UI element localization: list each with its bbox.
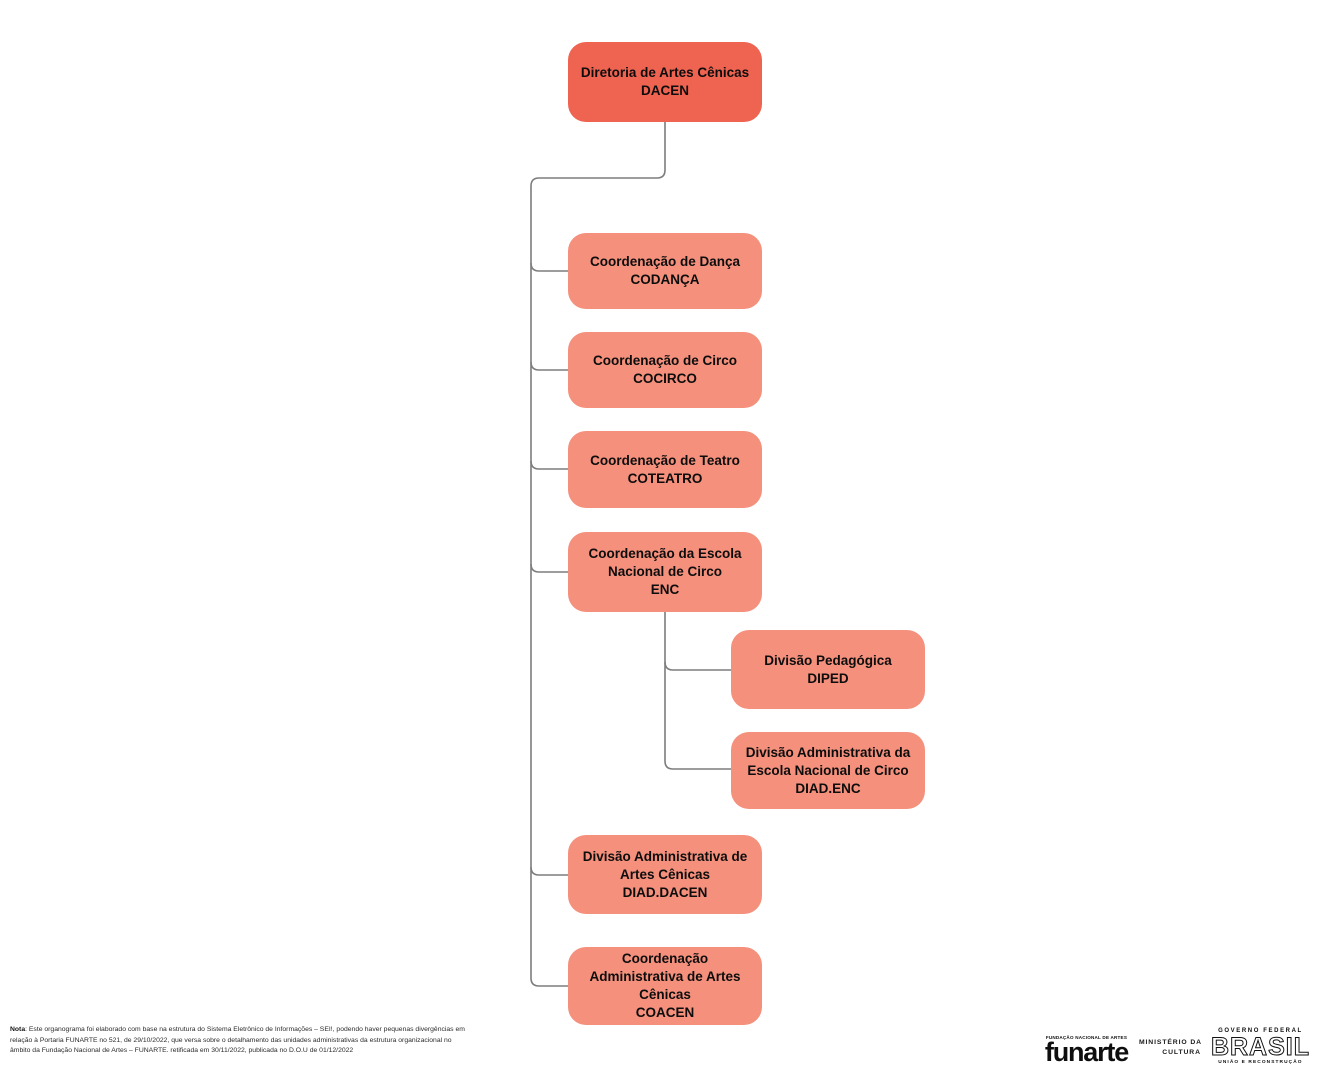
branch-enc (530, 563, 568, 573)
org-node-coteatro: Coordenação de Teatro COTEATRO (568, 431, 762, 508)
node-title: Divisão Administrativa de Artes Cênicas (582, 848, 748, 882)
funarte-tagline: FUNDAÇÃO NACIONAL DE ARTES (1045, 1034, 1128, 1040)
funarte-logo: FUNDAÇÃO NACIONAL DE ARTES funarte (1040, 1034, 1133, 1067)
branch-codanca (530, 262, 568, 272)
enc-subtrunk (664, 612, 731, 770)
node-abbr: DIAD.DACEN (622, 884, 708, 900)
org-node-diad-enc: Divisão Administrativa da Escola Naciona… (731, 732, 925, 809)
node-abbr: COCIRCO (633, 371, 697, 386)
org-node-coacen: Coordenação Administrativa de Artes Cêni… (568, 947, 762, 1025)
ministry-of-culture-logo: MINISTÉRIO DA CULTURA (1139, 1038, 1201, 1058)
branch-cocirco (530, 361, 568, 371)
org-node-dacen: Diretoria de Artes Cênicas DACEN (568, 42, 762, 122)
footnote-body: : Este organograma foi elaborado com bas… (10, 1026, 465, 1055)
node-title: Coordenação de Circo (592, 353, 738, 368)
ministry-line2: CULTURA (1162, 1049, 1201, 1056)
brasil-wordmark: BRASIL (1210, 1032, 1310, 1061)
node-abbr: DIAD.ENC (795, 780, 861, 796)
node-abbr: CODANÇA (630, 272, 700, 287)
node-title: Diretoria de Artes Cênicas (580, 65, 750, 80)
org-node-enc: Coordenação da Escola Nacional de Circo … (568, 532, 762, 612)
node-title: Coordenação de Teatro (590, 452, 740, 468)
org-node-diad-dacen: Divisão Administrativa de Artes Cênicas … (568, 835, 762, 914)
node-abbr: ENC (650, 582, 680, 597)
node-abbr: DACEN (640, 83, 689, 98)
org-node-codanca: Coordenação de Dança CODANÇA (568, 233, 762, 309)
node-abbr: COTEATRO (627, 470, 703, 486)
gov-slogan-text: UNIÃO E RECONSTRUÇÃO (1218, 1059, 1303, 1065)
node-title: Coordenação da Escola Nacional de Circo (588, 546, 742, 579)
node-abbr: DIPED (807, 670, 849, 686)
trunk-line (530, 122, 666, 987)
branch-diped (664, 661, 731, 671)
org-node-cocirco: Coordenação de Circo COCIRCO (568, 332, 762, 408)
footer-logos: FUNDAÇÃO NACIONAL DE ARTES funarte MINIS… (1040, 1018, 1310, 1074)
org-node-diped: Divisão Pedagógica DIPED (731, 630, 925, 709)
branch-diad-dacen (530, 866, 568, 876)
node-title: Divisão Pedagógica (764, 652, 892, 668)
node-title: Coordenação de Dança (589, 254, 741, 269)
node-abbr: COACEN (635, 1005, 695, 1020)
branch-coteatro (530, 460, 568, 470)
gov-federal-text: GOVERNO FEDERAL (1218, 1027, 1303, 1034)
funarte-wordmark: funarte (1044, 1036, 1129, 1067)
node-title: Divisão Administrativa da Escola Naciona… (745, 744, 911, 778)
footnote: Nota: Este organograma foi elaborado com… (10, 1025, 470, 1057)
node-title: Coordenação Administrativa de Artes Cêni… (589, 951, 741, 1002)
footnote-label: Nota (10, 1026, 26, 1033)
ministry-line1: MINISTÉRIO DA (1138, 1038, 1202, 1046)
federal-government-logo: GOVERNO FEDERAL BRASIL UNIÃO E RECONSTRU… (1210, 1027, 1310, 1065)
